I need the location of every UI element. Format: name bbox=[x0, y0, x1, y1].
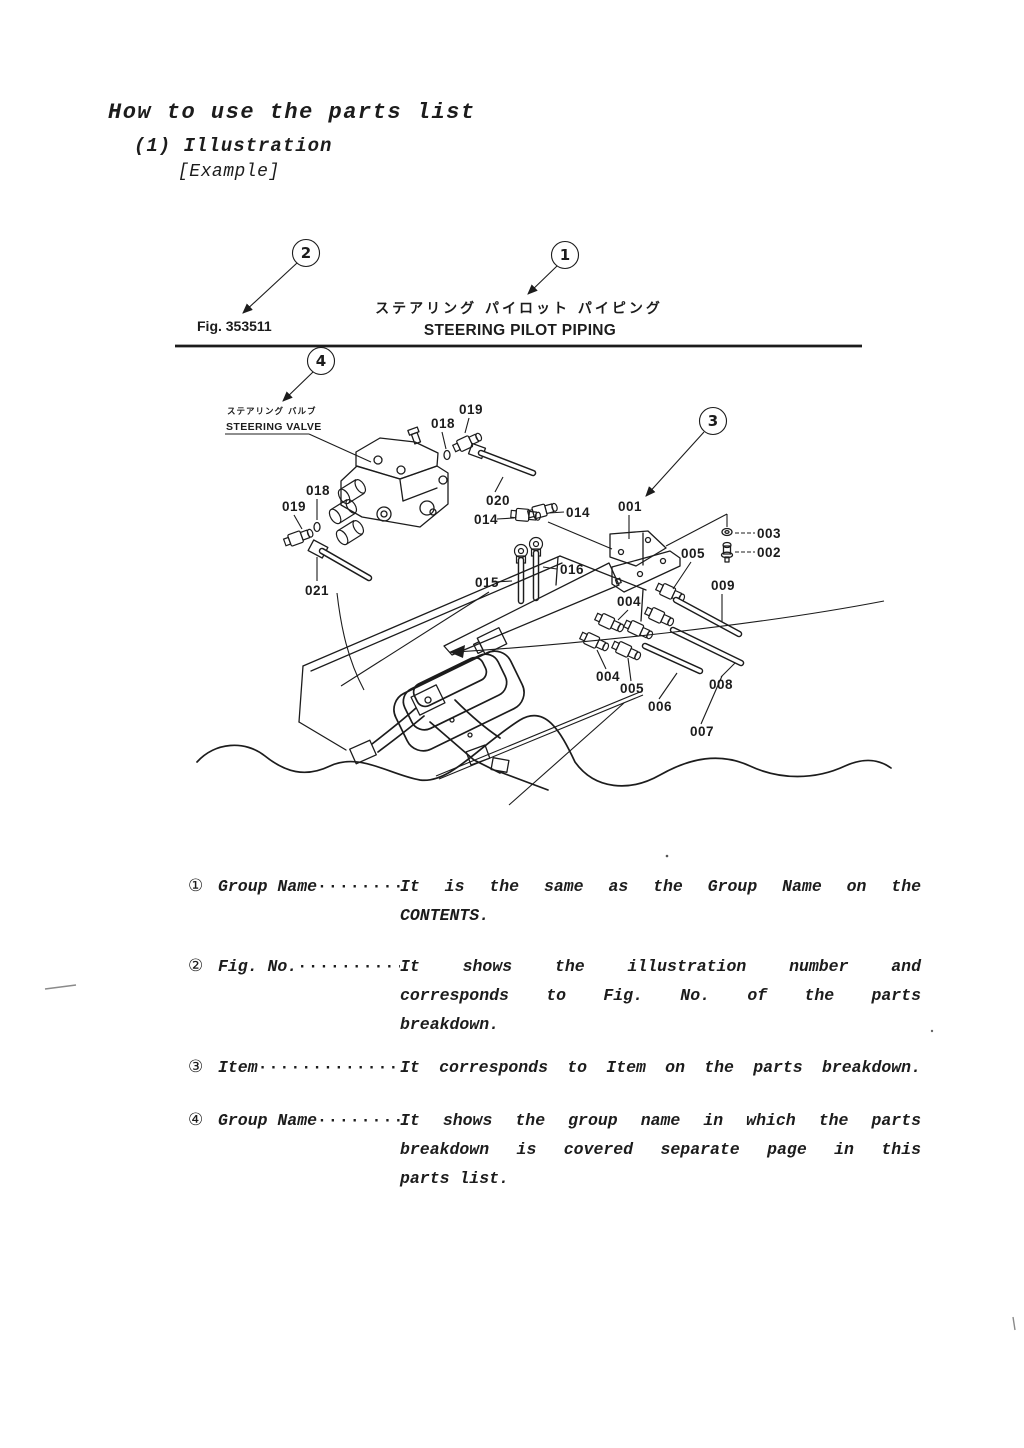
legend-description: It corresponds to Item on the parts brea… bbox=[400, 1058, 921, 1077]
callout-arrow-1 bbox=[527, 265, 558, 295]
dot-leader: ········ bbox=[317, 877, 400, 896]
steering-valve-drawing bbox=[326, 426, 449, 548]
steering-valve-label: ステアリング バルブ STEERING VALVE bbox=[225, 406, 372, 463]
dot-leader: ·················· bbox=[257, 1058, 400, 1077]
figure-title-japanese: ステアリング パイロット パイピング bbox=[375, 300, 663, 317]
part-labels: 018 019 020 014 014 001 003 002 005 009 … bbox=[282, 402, 781, 739]
part-label-008: 008 bbox=[709, 677, 733, 692]
legend-item-item: ③ Item·················· It corresponds … bbox=[188, 1053, 921, 1082]
legend-item-group-name-1: ① Group Name········ It is the same as t… bbox=[188, 872, 921, 930]
part-label-020: 020 bbox=[486, 493, 510, 508]
part-label-014-left: 014 bbox=[474, 512, 498, 527]
part-label-004-lower: 004 bbox=[596, 669, 620, 684]
legend-term: Item·················· bbox=[218, 1053, 400, 1082]
machine-body-sketch bbox=[196, 555, 892, 806]
pilot-tubes bbox=[318, 449, 745, 675]
valve-label-english: STEERING VALVE bbox=[226, 421, 322, 433]
legend-number: ① bbox=[188, 876, 204, 896]
figure-number: Fig. 353511 bbox=[197, 318, 272, 334]
legend-term: Group Name········ bbox=[218, 1106, 400, 1135]
page-title: How to use the parts list bbox=[108, 100, 476, 125]
callout-circle-3 bbox=[698, 406, 728, 436]
section-heading: (1) Illustration bbox=[134, 135, 333, 157]
legend-description: It shows the illustration number and cor… bbox=[400, 957, 921, 1034]
scan-artifacts bbox=[44, 854, 1016, 1331]
callout-arrow-3 bbox=[645, 431, 705, 497]
callout-circle-1 bbox=[550, 240, 580, 270]
bracket-drawing bbox=[443, 513, 728, 656]
callout-arrow-2 bbox=[242, 262, 298, 314]
callout-number-4: 4 bbox=[316, 352, 326, 370]
part-label-018-top: 018 bbox=[431, 416, 455, 431]
legend-description: It shows the group name in which the par… bbox=[400, 1111, 921, 1188]
part-label-021: 021 bbox=[305, 583, 329, 598]
legend-item-group-name-4: ④ Group Name········ It shows the group … bbox=[188, 1106, 921, 1193]
part-label-019-left: 019 bbox=[282, 499, 306, 514]
part-label-001: 001 bbox=[618, 499, 642, 514]
callout-number-1: 1 bbox=[560, 246, 570, 264]
figure-header: 2 1 Fig. 353511 ステアリング パイロット パイピング STEER… bbox=[175, 238, 862, 497]
part-label-019-top: 019 bbox=[459, 402, 483, 417]
break-wave-line bbox=[196, 714, 892, 787]
part-label-007: 007 bbox=[690, 724, 714, 739]
part-label-014-right: 014 bbox=[566, 505, 590, 520]
callout-number-2: 2 bbox=[301, 244, 311, 262]
figure-title-english: STEERING PILOT PIPING bbox=[424, 322, 616, 339]
part-label-006: 006 bbox=[648, 699, 672, 714]
part-label-003: 003 bbox=[757, 526, 781, 541]
dot-leader: ········ bbox=[317, 1111, 400, 1130]
part-label-018-left: 018 bbox=[306, 483, 330, 498]
part-label-016: 016 bbox=[560, 562, 584, 577]
legend-number: ③ bbox=[188, 1057, 204, 1077]
part-label-004-upper: 004 bbox=[617, 594, 641, 609]
legend-term: Group Name········ bbox=[218, 872, 400, 901]
legend-item-fig-no: ② Fig. No.··········· It shows the illus… bbox=[188, 952, 921, 1039]
callout-number-3: 3 bbox=[708, 412, 718, 430]
valve-label-japanese: ステアリング バルブ bbox=[227, 406, 316, 417]
legend-number: ④ bbox=[188, 1110, 204, 1130]
part-label-005-upper: 005 bbox=[681, 546, 705, 561]
callout-circle-2 bbox=[291, 238, 321, 268]
part-label-005-lower: 005 bbox=[620, 681, 644, 696]
legend-number: ② bbox=[188, 956, 204, 976]
example-label: [Example] bbox=[178, 162, 280, 182]
callout-circle-4 bbox=[306, 346, 336, 376]
callout-arrow-4 bbox=[282, 371, 314, 402]
dot-leader: ··········· bbox=[297, 957, 400, 976]
legend-term: Fig. No.··········· bbox=[218, 952, 400, 981]
part-label-002: 002 bbox=[757, 545, 781, 560]
part-label-015: 015 bbox=[475, 575, 499, 590]
legend-description: It is the same as the Group Name on the … bbox=[400, 877, 921, 925]
part-label-009: 009 bbox=[711, 578, 735, 593]
